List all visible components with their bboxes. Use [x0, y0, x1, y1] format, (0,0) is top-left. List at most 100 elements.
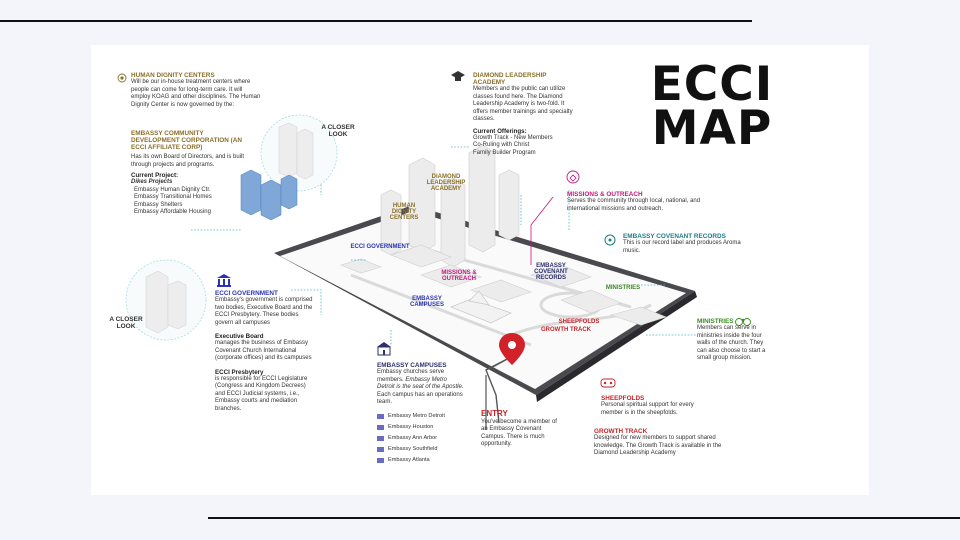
bottom-rule — [208, 517, 960, 519]
campus-icon — [377, 457, 384, 463]
growth-track-section: GROWTH TRACK Designed for new members to… — [594, 428, 732, 458]
growth-track-title: GROWTH TRACK — [594, 428, 648, 435]
edc-project-heading: Current Project: — [131, 172, 179, 180]
ministries-title: MINISTRIES — [697, 318, 734, 325]
dla-title: DIAMOND LEADERSHIP ACADEMY — [473, 72, 547, 87]
map-label-sheepfolds: SHEEPFOLDS — [558, 319, 600, 325]
ministries-body: Members can serve in ministries inside t… — [697, 325, 766, 362]
list-item: Embassy Human Dignity Ctr. — [134, 186, 211, 193]
campus-name: Embassy Atlanta — [388, 457, 430, 464]
campus-icon — [377, 342, 391, 356]
title-line-ecci: ECCI — [650, 57, 774, 112]
government-title: ECCI GOVERNMENT — [215, 290, 278, 297]
edc-buildings — [240, 169, 298, 221]
missions-title: MISSIONS & OUTREACH — [567, 191, 643, 198]
campus-icon — [377, 435, 384, 441]
graduation-cap-icon — [451, 71, 465, 81]
campuses-body-end: Each campus has an operations team. — [377, 391, 463, 406]
dla-offerings-list: Growth Track - New Members Co-Ruling wit… — [473, 135, 579, 158]
presbytery-body: is responsible for ECCI Legislature (Con… — [215, 375, 308, 412]
entry-pin — [499, 333, 525, 365]
campuses-body: Embassy churches serve members. Embassy … — [377, 369, 465, 407]
dla-section: DIAMOND LEADERSHIP ACADEMY Members and t… — [473, 72, 579, 157]
human-dignity-section: HUMAN DIGNITY CENTERS Will be our in-hou… — [131, 72, 261, 109]
sheepfolds-title: SHEEPFOLDS — [601, 395, 645, 402]
list-item: Embassy Transitional Homes — [134, 194, 212, 201]
executive-board-heading: Executive Board — [215, 333, 264, 341]
map-label-campuses: EMBASSY CAMPUSES — [409, 296, 444, 308]
campus-name: Embassy Ann Arbor — [388, 435, 438, 442]
church-building — [450, 290, 512, 324]
records-title: EMBASSY COVENANT RECORDS — [623, 233, 726, 240]
campus-item: Embassy Atlanta — [377, 455, 465, 466]
map-label-dla: DIAMOND LEADERSHIP ACADEMY — [426, 174, 466, 192]
missions-icon — [566, 170, 580, 184]
campus-item: Embassy Ann Arbor — [377, 433, 465, 444]
campus-icon — [377, 413, 384, 419]
campus-item: Embassy Metro Detroit — [377, 411, 465, 422]
executive-board-body: manages the business of Embassy Covenant… — [215, 340, 312, 362]
human-dignity-icon — [117, 73, 127, 83]
growth-track-body: Designed for new members to support shar… — [594, 435, 722, 457]
map-label-missions: MISSIONS & OUTREACH — [441, 270, 477, 282]
ministries-section: MINISTRIES Members can serve in ministri… — [697, 318, 767, 363]
records-body: This is our record label and produces Ar… — [623, 240, 741, 254]
list-item: Growth Track - New Members — [473, 134, 553, 141]
entry-section: ENTRY You've become a member of an Embas… — [481, 409, 561, 449]
campuses-title: EMBASSY CAMPUSES — [377, 362, 447, 369]
page-title: ECCI MAP — [642, 57, 782, 156]
closer-look-buildings — [145, 122, 314, 334]
edc-project-name: Dikes Projects — [131, 179, 173, 186]
map-label-hdc: HUMAN DIGNITY CENTERS — [389, 203, 419, 221]
campus-item: Embassy Southfield — [377, 444, 465, 455]
campus-name: Embassy Metro Detroit — [388, 413, 445, 420]
campuses-body-start: Embassy churches serve members. — [377, 369, 445, 383]
human-dignity-body: Will be our in-house treatment centers w… — [131, 79, 261, 108]
city-buildings — [340, 144, 667, 326]
map-label-ministries: MINISTRIES — [605, 285, 641, 291]
edc-body: Has its own Board of Directors, and is b… — [131, 154, 245, 168]
missions-connector — [530, 196, 554, 265]
campus-item: Embassy Houston — [377, 422, 465, 433]
list-item: Co-Ruling with Christ — [473, 142, 530, 149]
campuses-body-italic: Embassy Metro Detroit is the seat of the… — [377, 376, 464, 391]
edc-section: EMBASSY COMMUNITY DEVELOPMENT CORPORATIO… — [131, 130, 249, 217]
entry-road — [485, 356, 512, 430]
missions-body: Serves the community through local, nati… — [567, 198, 701, 212]
campus-name: Embassy Houston — [388, 424, 434, 431]
government-icon — [217, 274, 231, 287]
campus-icon — [377, 446, 384, 452]
campus-icon — [377, 424, 384, 430]
closer-look-label-left: A CLOSER LOOK — [109, 316, 143, 330]
top-rule — [0, 20, 752, 22]
ecci-map-infographic: ECCI MAP A CLOSER LOOK A CLOSER LOOK HUM… — [91, 45, 869, 495]
edc-project-list: Embassy Human Dignity Ctr. Embassy Trans… — [131, 187, 249, 217]
entry-body: You've become a member of an Embassy Cov… — [481, 418, 557, 448]
missions-section: MISSIONS & OUTREACH Serves the community… — [567, 191, 717, 213]
ministries-icon — [735, 318, 751, 326]
map-illustration — [117, 71, 751, 430]
map-label-records: EMBASSY COVENANT RECORDS — [534, 263, 568, 281]
campus-name: Embassy Southfield — [388, 446, 438, 453]
title-line-map: MAP — [651, 101, 773, 156]
campus-list: Embassy Metro Detroit Embassy Houston Em… — [377, 411, 465, 466]
map-label-growth-track: GROWTH TRACK — [541, 327, 591, 333]
list-item: Family Builder Program — [473, 149, 536, 156]
list-item: Embassy Shelters — [134, 201, 183, 208]
dla-offerings-heading: Current Offerings: — [473, 127, 527, 135]
records-section: EMBASSY COVENANT RECORDS This is our rec… — [623, 233, 741, 255]
closer-look-label-top: A CLOSER LOOK — [321, 124, 355, 138]
entry-title: ENTRY — [481, 409, 508, 418]
dla-body: Members and the public can utilize class… — [473, 86, 573, 123]
map-label-government: ECCI GOVERNMENT — [350, 244, 410, 250]
campuses-section: EMBASSY CAMPUSES Embassy churches serve … — [377, 362, 465, 466]
government-section: ECCI GOVERNMENT Embassy's government is … — [215, 290, 313, 413]
list-item: Embassy Affordable Housing — [134, 209, 211, 216]
sheepfolds-body: Personal spiritual support for every mem… — [601, 402, 694, 416]
sheepfolds-section: SHEEPFOLDS Personal spiritual support fo… — [601, 395, 713, 417]
records-icon — [604, 234, 616, 246]
presbytery-heading: ECCI Presbytery — [215, 368, 264, 376]
edc-title: EMBASSY COMMUNITY DEVELOPMENT CORPORATIO… — [131, 130, 243, 152]
government-body: Embassy's government is comprised two bo… — [215, 297, 313, 326]
sheepfolds-icon — [600, 378, 616, 388]
